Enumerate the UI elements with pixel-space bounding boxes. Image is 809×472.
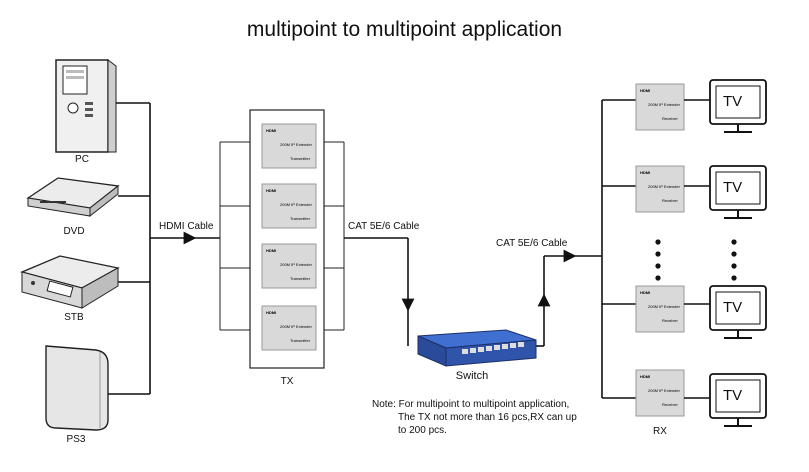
rx-unit: HDMI 200M IP Extender Receiver [635,165,685,213]
rx-to-tv-lines [684,99,710,399]
dvd-player-icon [26,177,120,218]
tx-unit: HDMI 200M IP Extender Transmitter [261,183,317,229]
svg-text:200M IP Extender: 200M IP Extender [280,202,313,207]
tx-unit: HDMI 200M IP Extender Transmitter [261,123,317,169]
pc-tower-icon [55,59,117,153]
source-connection-lines [108,102,220,395]
svg-text:HDMI: HDMI [266,310,276,315]
tx-label: TX [280,376,294,387]
svg-text:HDMI: HDMI [266,128,276,133]
tv-label: TV [723,179,743,196]
svg-text:Receiver: Receiver [662,318,678,323]
tx-unit: HDMI 200M IP Extender Transmitter [261,305,317,351]
set-top-box-icon [19,255,120,309]
svg-text:Transmitter: Transmitter [290,216,311,221]
svg-text:Receiver: Receiver [662,116,678,121]
svg-text:HDMI: HDMI [266,248,276,253]
rx-unit: HDMI 200M IP Extender Receiver [635,285,685,333]
switch-label: Switch [455,370,489,382]
svg-text:200M IP Extender: 200M IP Extender [648,304,681,309]
source-label-stb: STB [64,312,84,323]
tv-label: TV [723,299,743,316]
cat-cable-label-left: CAT 5E/6 Cable [348,221,420,232]
svg-text:Transmitter: Transmitter [290,338,311,343]
tv-label: TV [723,93,743,110]
note-text: Note: For multipoint to multipoint appli… [372,398,577,437]
svg-text:Transmitter: Transmitter [290,156,311,161]
network-switch-icon [417,329,537,367]
source-label-ps3: PS3 [66,434,86,445]
rx-unit: HDMI 200M IP Extender Receiver [635,83,685,131]
tv-icon [709,165,767,219]
tv-icon [709,285,767,339]
ps3-console-icon [45,345,109,431]
svg-text:HDMI: HDMI [640,170,650,175]
tv-icon [709,79,767,133]
svg-text:200M IP Extender: 200M IP Extender [648,102,681,107]
svg-text:HDMI: HDMI [266,188,276,193]
svg-text:200M IP Extender: 200M IP Extender [648,388,681,393]
svg-text:200M IP Extender: 200M IP Extender [280,142,313,147]
svg-text:200M IP Extender: 200M IP Extender [280,262,313,267]
rx-label: RX [653,426,667,437]
note-line: The TX not more than 16 pcs,RX can up [398,412,577,423]
rx-unit: HDMI 200M IP Extender Receiver [635,369,685,417]
tv-label: TV [723,387,743,404]
hdmi-cable-label: HDMI Cable [159,221,214,232]
svg-text:Receiver: Receiver [662,198,678,203]
svg-text:HDMI: HDMI [640,88,650,93]
source-label-dvd: DVD [63,226,85,237]
cat-cable-label-right: CAT 5E/6 Cable [496,238,568,249]
source-label-pc: PC [75,154,89,165]
svg-text:HDMI: HDMI [640,290,650,295]
switch-to-rx-line [536,99,636,399]
diagram-title: multipoint to multipoint application [246,18,563,41]
svg-text:Receiver: Receiver [662,402,678,407]
tx-to-switch-line [344,237,415,346]
note-line: to 200 pcs. [398,425,447,436]
tv-icon [709,373,767,427]
svg-text:200M IP Extender: 200M IP Extender [648,184,681,189]
tx-unit: HDMI 200M IP Extender Transmitter [261,243,317,289]
note-line: Note: For multipoint to multipoint appli… [372,399,570,410]
svg-text:HDMI: HDMI [640,374,650,379]
ellipsis-dots [655,239,737,281]
svg-text:Transmitter: Transmitter [290,276,311,281]
svg-text:200M IP Extender: 200M IP Extender [280,324,313,329]
